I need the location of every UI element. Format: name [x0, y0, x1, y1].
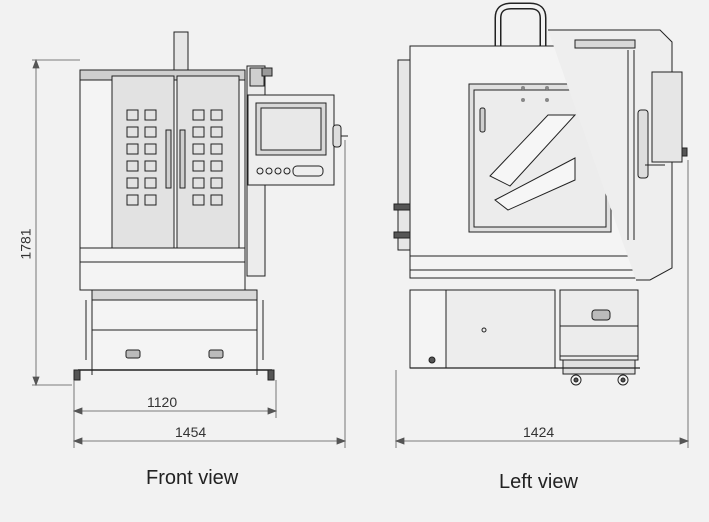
left-arm-panel — [651, 71, 683, 163]
side-window-handle-left — [479, 107, 486, 133]
door-window-grid-right — [192, 109, 223, 206]
window-stripe-2 — [494, 157, 576, 211]
coolant-tank — [559, 289, 639, 361]
door-handle-left — [165, 129, 172, 189]
window-stripe-1 — [489, 114, 577, 187]
dimension-width-1120: 1120 — [147, 394, 178, 410]
base-handle-right — [208, 349, 224, 359]
dimension-width-1454: 1454 — [175, 424, 207, 440]
lifting-hook — [494, 2, 547, 46]
front-base-upper — [91, 289, 258, 301]
left-dimensions — [394, 160, 690, 448]
left-side-panel — [397, 59, 411, 251]
door-window-grid-left — [126, 109, 157, 206]
dimension-depth-1424: 1424 — [523, 424, 555, 440]
front-dimensions — [32, 58, 347, 448]
front-door-right — [176, 75, 240, 249]
control-buttons — [256, 165, 324, 177]
dimension-height-1781: 1781 — [17, 228, 34, 260]
front-base — [91, 299, 258, 371]
left-view — [393, 2, 688, 386]
front-view — [73, 31, 348, 381]
caption-front-view: Front view — [146, 467, 239, 489]
left-arm-handle — [637, 109, 649, 179]
caption-left-view: Left view — [499, 471, 578, 493]
window-hinges — [521, 86, 549, 102]
front-foot-right — [267, 369, 275, 381]
front-foot-left — [73, 369, 81, 381]
door-handle-right — [179, 129, 186, 189]
control-panel-handle — [332, 124, 342, 148]
front-top-pipe — [173, 31, 189, 71]
front-door-left — [111, 75, 175, 249]
base-handle-left — [125, 349, 141, 359]
